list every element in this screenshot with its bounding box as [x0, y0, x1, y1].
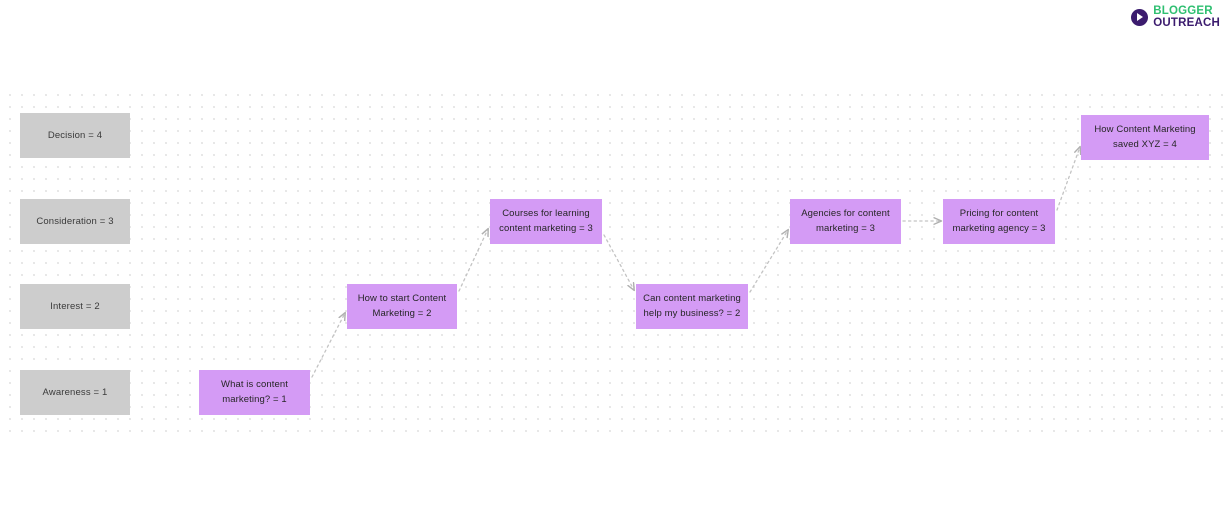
edge-n3-n4: [603, 234, 634, 290]
edge-n1-n2: [311, 313, 345, 378]
stage-box-decision[interactable]: Decision = 4: [20, 113, 130, 158]
brand-line-2: OUTREACH: [1153, 16, 1220, 29]
node-can-content-marketing-help-my-business[interactable]: Can content marketing help my business? …: [636, 284, 748, 329]
edge-n2-n3: [458, 229, 488, 292]
edge-layer: [311, 85, 1228, 378]
node-label: Agencies for content marketing = 3: [801, 208, 890, 234]
stage-label: Awareness = 1: [42, 387, 108, 398]
edge-n4-n5: [749, 230, 788, 293]
node-how-content-marketing-saved-xyz[interactable]: How Content Marketing saved XYZ = 4: [1081, 115, 1209, 160]
diagram-canvas[interactable]: Decision = 4 Consideration = 3 Interest …: [0, 85, 1228, 435]
node-courses-for-learning-content-marketing[interactable]: Courses for learning content marketing =…: [490, 199, 602, 244]
edge-n6-n7: [1056, 147, 1080, 211]
node-label: Can content marketing help my business? …: [643, 293, 741, 319]
node-agencies-for-content-marketing[interactable]: Agencies for content marketing = 3: [790, 199, 901, 244]
node-label: Pricing for content marketing agency = 3: [952, 208, 1046, 234]
node-label: What is content marketing? = 1: [221, 379, 288, 405]
brand-wordmark: BLOGGER OUTREACH: [1153, 5, 1220, 29]
node-label: How to start Content Marketing = 2: [357, 293, 447, 319]
stage-box-consideration[interactable]: Consideration = 3: [20, 199, 130, 244]
node-what-is-content-marketing[interactable]: What is content marketing? = 1: [199, 370, 310, 415]
stage-box-interest[interactable]: Interest = 2: [20, 284, 130, 329]
play-circle-icon: [1131, 9, 1149, 27]
node-how-to-start-content-marketing[interactable]: How to start Content Marketing = 2: [347, 284, 457, 329]
node-label: Courses for learning content marketing =…: [499, 208, 593, 234]
node-label: How Content Marketing saved XYZ = 4: [1094, 124, 1196, 150]
node-pricing-for-content-marketing-agency[interactable]: Pricing for content marketing agency = 3: [943, 199, 1055, 244]
stage-label: Interest = 2: [50, 301, 100, 312]
stage-box-awareness[interactable]: Awareness = 1: [20, 370, 130, 415]
stage-label: Decision = 4: [47, 130, 103, 141]
brand-logo: BLOGGER OUTREACH: [1131, 5, 1220, 29]
stage-label: Consideration = 3: [36, 216, 114, 227]
brand-line-1: BLOGGER: [1153, 5, 1213, 17]
